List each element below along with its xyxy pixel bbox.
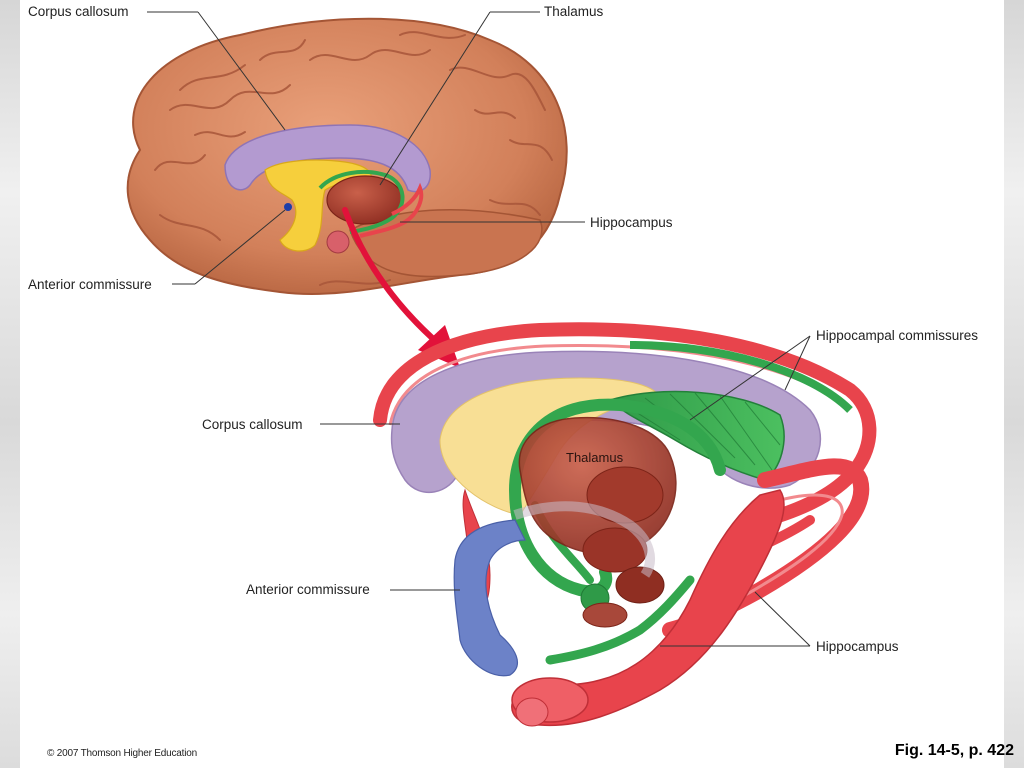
- left-background-band: [0, 0, 20, 768]
- brain-diagram: Corpus callosum Thalamus Hippocampus Ant…: [28, 4, 978, 727]
- label-corpus-callosum-bottom: Corpus callosum: [202, 417, 303, 432]
- fornix-yellow: [264, 159, 372, 252]
- label-corpus-callosum-top: Corpus callosum: [28, 4, 129, 19]
- copyright-credit: © 2007 Thomson Higher Education: [47, 748, 197, 759]
- label-anterior-commissure-top: Anterior commissure: [28, 277, 152, 292]
- hippocampus-top: [359, 182, 424, 238]
- label-thalamus-top: Thalamus: [544, 4, 604, 19]
- fornix-green: [318, 170, 405, 234]
- label-thalamus-bottom: Thalamus: [566, 450, 624, 465]
- commissure-3d-view: [373, 322, 877, 727]
- label-hippocampus-top: Hippocampus: [590, 215, 673, 230]
- anterior-commissure-bottom: [453, 519, 526, 677]
- leader-lines: [147, 11, 811, 647]
- midsagittal-brain: [126, 17, 568, 295]
- pituitary: [326, 230, 350, 254]
- right-background-band: [1004, 0, 1024, 768]
- anterior-commissure-dot: [284, 203, 292, 211]
- hippocampus-main: [511, 489, 785, 727]
- fornix-green-loop: [508, 398, 726, 598]
- label-anterior-commissure-bottom: Anterior commissure: [246, 582, 370, 597]
- slide: Corpus callosum Thalamus Hippocampus Ant…: [20, 0, 1004, 768]
- corpus-callosum-top: [224, 124, 431, 193]
- green-ribbon-right: [629, 341, 853, 413]
- label-hippocampal-commissures: Hippocampal commissures: [816, 328, 978, 343]
- label-hippocampus-bottom: Hippocampus: [816, 639, 899, 654]
- figure-reference: Fig. 14-5, p. 422: [894, 742, 1014, 759]
